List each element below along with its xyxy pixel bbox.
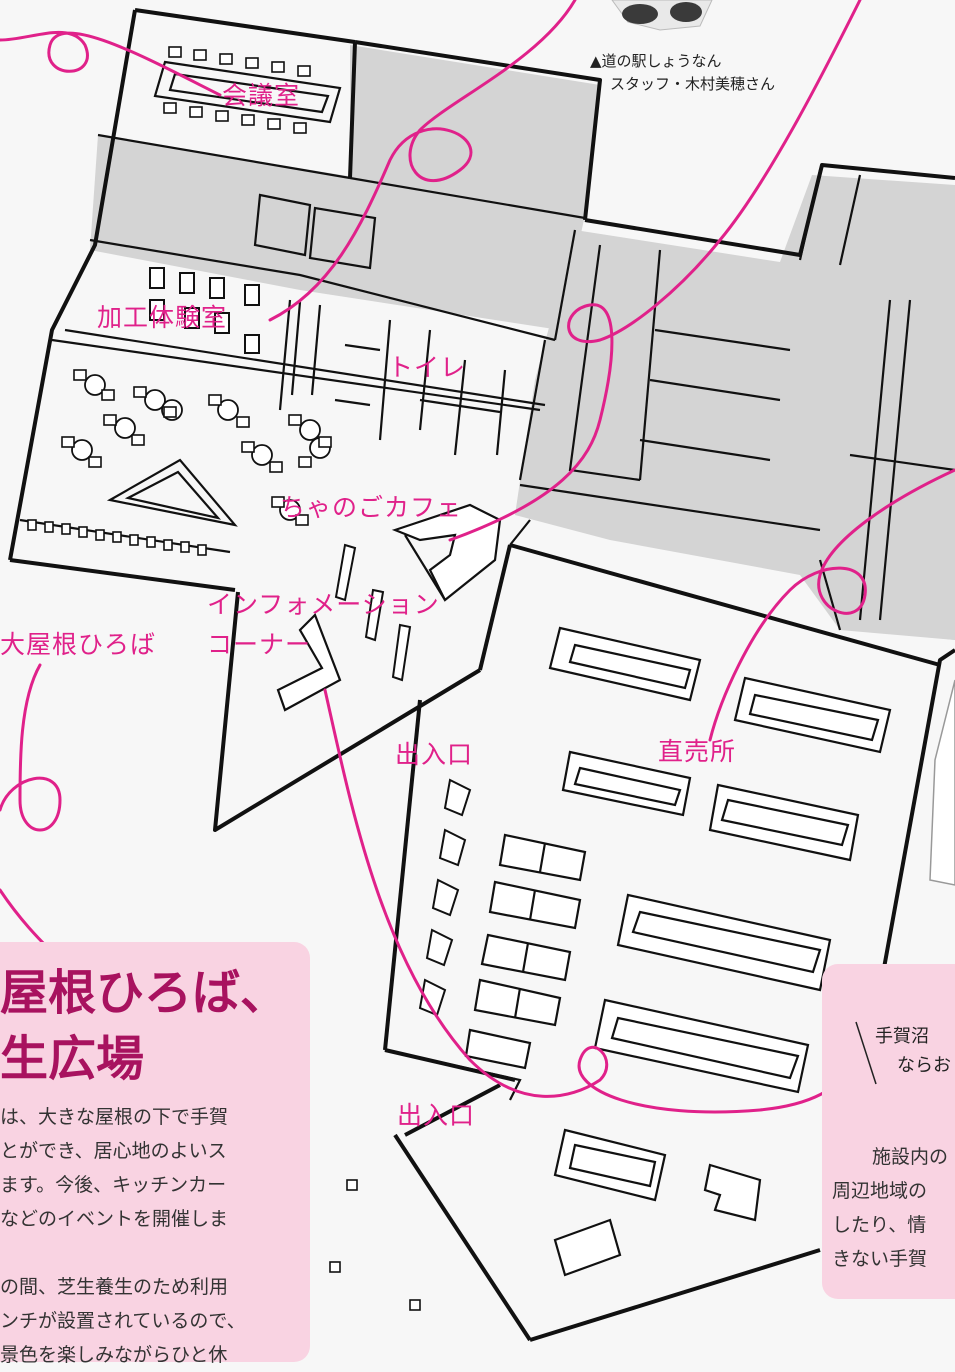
plaza-body-line: などのイベントを開催しま [0, 1208, 229, 1230]
big-roof-plaza-label: 大屋根ひろば [0, 630, 157, 659]
meeting-room-label: 会議室 [222, 81, 301, 110]
info-corner-label-line1: インフォメーション [207, 590, 440, 619]
cafe-counter [391, 503, 502, 602]
entrance-label-upper: 出入口 [395, 740, 474, 769]
sales-body-line: 周辺地域の [832, 1180, 928, 1202]
quote-line2: ならお [897, 1055, 951, 1076]
plaza-body-line [0, 1236, 300, 1270]
caption-line2: スタッフ・木村美穂さん [610, 75, 776, 93]
plaza-body-line: とができ、居心地のよいス [0, 1140, 227, 1162]
caption-line1: ▲道の駅しょうなん [590, 52, 722, 70]
wall-fixtures [418, 778, 472, 1017]
entrance-label-lower: 出入口 [397, 1101, 476, 1130]
interior-walls [19, 133, 955, 1101]
plaza-title-line2: 生広場 [0, 1031, 145, 1087]
sales-body-line: きない手賀 [832, 1248, 928, 1270]
staff-area-shading [90, 45, 955, 640]
sales-shelves [464, 626, 892, 1277]
plaza-body-line: の間、芝生養生のため利用 [0, 1276, 229, 1298]
direct-sales-label: 直売所 [658, 737, 737, 766]
right-photo-edge [929, 679, 955, 886]
info-counter [276, 613, 342, 712]
cafe-triangle-seat [106, 458, 238, 527]
quote-line1: 手賀沼 [875, 1026, 929, 1047]
plaza-title-line1: 屋根ひろば、 [0, 965, 289, 1021]
plaza-posts [329, 1179, 421, 1311]
lobby-benches [334, 543, 412, 682]
plaza-body-line: 景色を楽しみながらひと休 [0, 1344, 228, 1366]
plaza-article-box [0, 942, 310, 1362]
staff-photo [611, 0, 713, 31]
sales-article-quote: 手賀沼 ならお [875, 1022, 951, 1080]
processing-counters [149, 267, 260, 354]
sales-article-box [822, 964, 955, 1299]
sales-body-line: したり、情 [832, 1214, 927, 1236]
photo-caption: ▲道の駅しょうなん スタッフ・木村美穂さん [590, 50, 775, 96]
plaza-article-body: は、大きな屋根の下で手賀 とができ、居心地のよいス ます。今後、キッチンカー な… [0, 1100, 300, 1372]
cafe-tables [71, 374, 331, 521]
sales-body-line: 施設内の [872, 1146, 949, 1168]
info-corner-label-line2: コーナー [207, 630, 312, 659]
plaza-body-line: ンチが設置されているので、 [0, 1310, 246, 1332]
processing-room-label: 加工体験室 [97, 303, 228, 332]
pink-leader-lines [0, 0, 955, 1114]
plaza-article-title: 屋根ひろば、 生広場 [0, 960, 288, 1092]
quote-bracket [855, 1021, 877, 1085]
wall-shelf [27, 519, 207, 556]
plaza-body-line: ます。今後、キッチンカー [0, 1174, 227, 1196]
toilet-label: トイレ [388, 353, 467, 382]
plaza-body-line: は、大きな屋根の下で手賀 [0, 1106, 229, 1128]
meeting-table [153, 60, 342, 124]
sales-article-body: 施設内の 周辺地域の したり、情 きない手賀 [832, 1140, 948, 1276]
cafe-label: ちゃのごカフェ [280, 493, 463, 522]
